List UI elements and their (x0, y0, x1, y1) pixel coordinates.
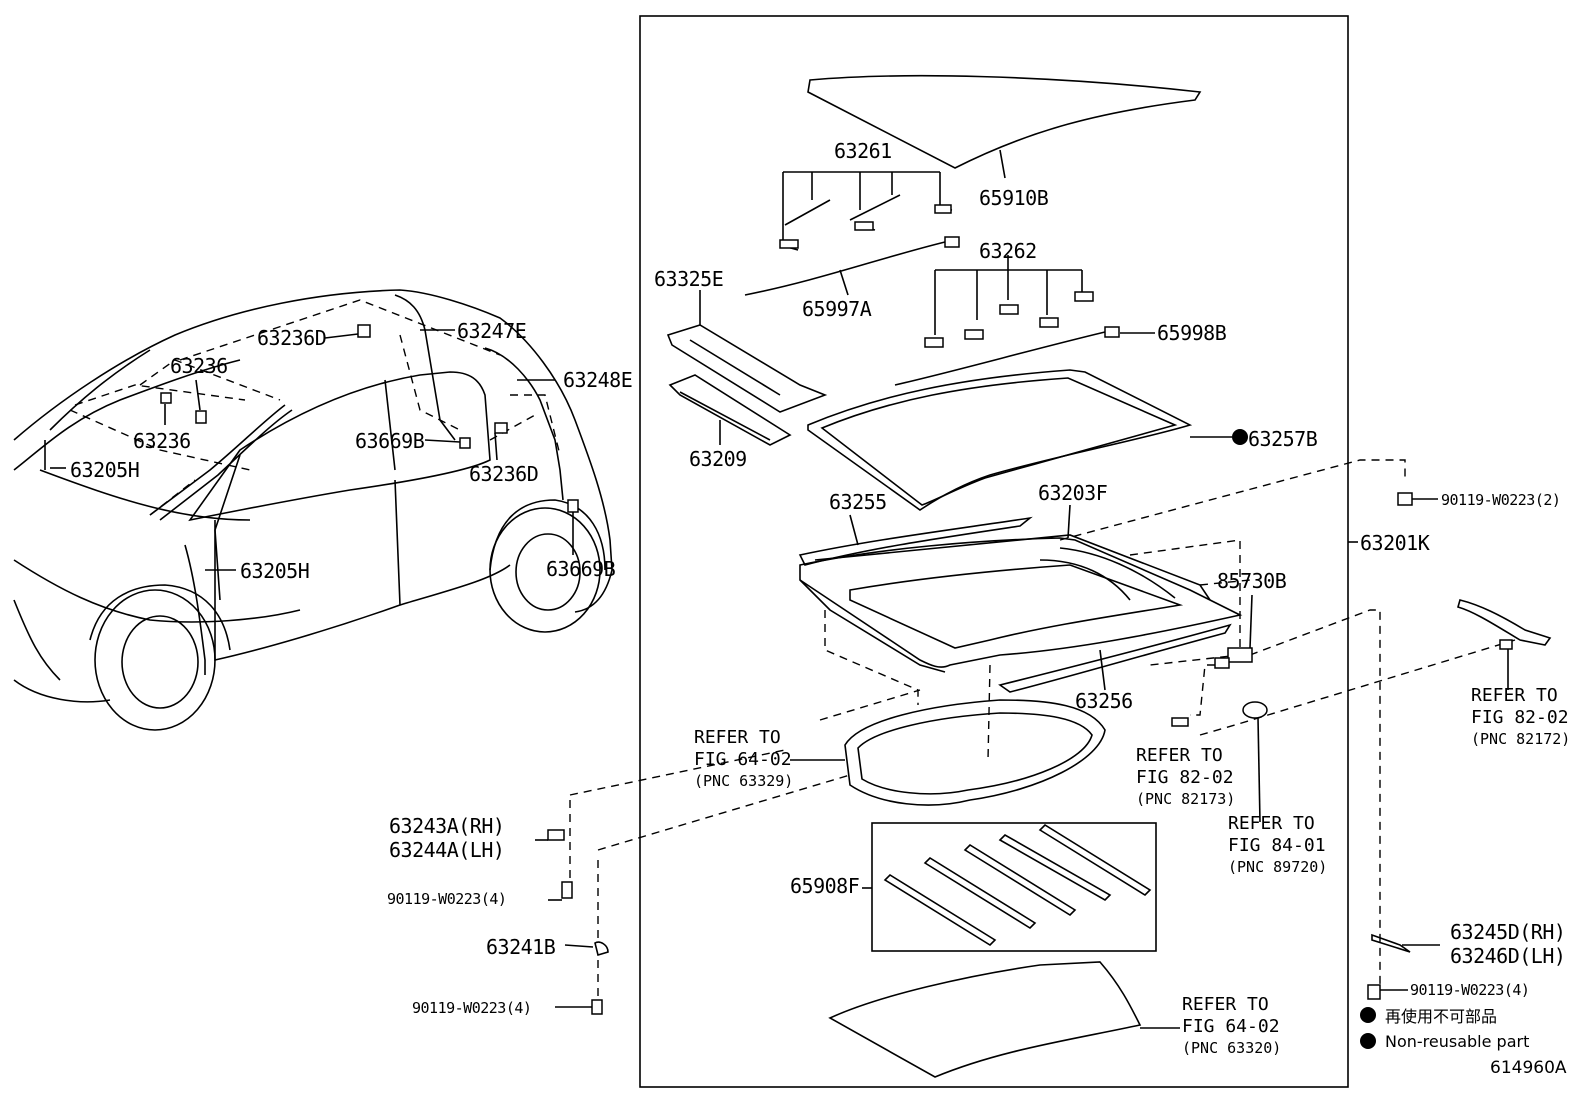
sunroof-housing (799, 537, 1243, 668)
refer-block-82173[interactable]: REFER TO FIG 82-02 (PNC 82173) (1136, 745, 1235, 809)
part-label-63236-lower[interactable]: 63236 (133, 429, 191, 453)
non-reusable-dot-icon (1360, 1033, 1376, 1049)
refer-block-89720[interactable]: REFER TO FIG 84-01 (PNC 89720) (1228, 813, 1327, 877)
refer-line: REFER TO (1471, 685, 1558, 706)
legend: 再使用不可部品 Non-reusable part (1360, 1002, 1529, 1054)
refer-line: REFER TO (1136, 745, 1223, 766)
sun-shade (828, 961, 1142, 1078)
part-label-bolt-upper[interactable]: 90119-W0223(4) (387, 890, 507, 908)
refer-fig: FIG 64-02 (694, 749, 792, 770)
legend-text-en: Non-reusable part (1385, 1031, 1530, 1051)
part-label-63669B-lower[interactable]: 63669B (546, 557, 616, 581)
part-label-63325E[interactable]: 63325E (654, 267, 724, 291)
part-label-65998B[interactable]: 65998B (1157, 321, 1227, 345)
part-label-63209[interactable]: 63209 (689, 447, 747, 471)
part-label-63262[interactable]: 63262 (979, 239, 1037, 263)
part-label-63236-upper[interactable]: 63236 (170, 354, 228, 378)
car-leaders (50, 329, 574, 571)
legend-text-jp: 再使用不可部品 (1385, 1007, 1498, 1026)
part-label-63245D-rh[interactable]: 63245D(RH) (1450, 920, 1566, 944)
part-label-63669B-upper[interactable]: 63669B (355, 429, 425, 453)
part-label-63248E[interactable]: 63248E (563, 368, 633, 392)
refer-pnc: (PNC 82172) (1471, 730, 1571, 748)
part-label-63256[interactable]: 63256 (1075, 689, 1133, 713)
part-label-bolt-top-right[interactable]: 90119-W0223(2) (1441, 491, 1561, 509)
car-body-outline (13, 289, 613, 731)
refer-pnc: (PNC 82173) (1136, 790, 1236, 808)
part-label-63246D-lh[interactable]: 63246D(LH) (1450, 944, 1566, 968)
refer-fig: FIG 64-02 (1182, 1016, 1280, 1037)
part-label-63236D-lower[interactable]: 63236D (469, 462, 539, 486)
roof-glass-shape (807, 74, 1202, 169)
part-label-63201K[interactable]: 63201K (1360, 531, 1430, 555)
refer-line: REFER TO (1228, 813, 1315, 834)
refer-fig: FIG 82-02 (1471, 707, 1569, 728)
part-label-63205H-upper[interactable]: 63205H (70, 458, 140, 482)
refer-pnc: (PNC 89720) (1228, 858, 1328, 876)
non-reusable-dot-icon (1360, 1007, 1376, 1023)
part-label-63205H-lower[interactable]: 63205H (240, 559, 310, 583)
bracket-group-63261 (779, 171, 953, 251)
refer-fig: FIG 82-02 (1136, 767, 1234, 788)
refer-fig: FIG 84-01 (1228, 835, 1326, 856)
part-label-63257B[interactable]: 63257B (1248, 427, 1318, 451)
strips-box (871, 822, 1157, 952)
refer-pnc: (PNC 63329) (694, 772, 794, 790)
part-label-63244A-lh[interactable]: 63244A(LH) (389, 838, 505, 862)
refer-block-82172[interactable]: REFER TO FIG 82-02 (PNC 82172) (1471, 685, 1570, 749)
part-label-63236D-upper[interactable]: 63236D (257, 326, 327, 350)
part-label-63255[interactable]: 63255 (829, 490, 887, 514)
figure-id: 614960A (1490, 1058, 1567, 1078)
part-label-bolt-lower[interactable]: 90119-W0223(4) (412, 999, 532, 1017)
part-label-63241B[interactable]: 63241B (486, 935, 556, 959)
part-label-63203F[interactable]: 63203F (1038, 481, 1108, 505)
part-label-bolt-bottom-right[interactable]: 90119-W0223(4) (1410, 981, 1530, 999)
refer-block-63329[interactable]: REFER TO FIG 64-02 (PNC 63329) (694, 727, 793, 791)
gasket-ring (844, 699, 1106, 806)
refer-pnc: (PNC 63320) (1182, 1039, 1282, 1057)
seal-frame (807, 369, 1193, 511)
part-label-65910B[interactable]: 65910B (979, 186, 1049, 210)
part-label-65997A[interactable]: 65997A (802, 297, 872, 321)
refer-line: REFER TO (1182, 994, 1269, 1015)
refer-line: REFER TO (694, 727, 781, 748)
part-label-63243A-rh[interactable]: 63243A(RH) (389, 814, 505, 838)
bracket-group-63262 (924, 255, 1094, 348)
part-label-65908F[interactable]: 65908F (790, 874, 860, 898)
assembly-frame (639, 15, 1349, 1088)
part-label-63261[interactable]: 63261 (834, 139, 892, 163)
refer-block-63320[interactable]: REFER TO FIG 64-02 (PNC 63320) (1182, 994, 1281, 1058)
part-label-85730B[interactable]: 85730B (1217, 569, 1287, 593)
strips (883, 823, 1152, 947)
legend-row-en: Non-reusable part (1360, 1028, 1529, 1054)
legend-row-jp: 再使用不可部品 (1360, 1002, 1529, 1028)
part-label-63247E[interactable]: 63247E (457, 319, 527, 343)
